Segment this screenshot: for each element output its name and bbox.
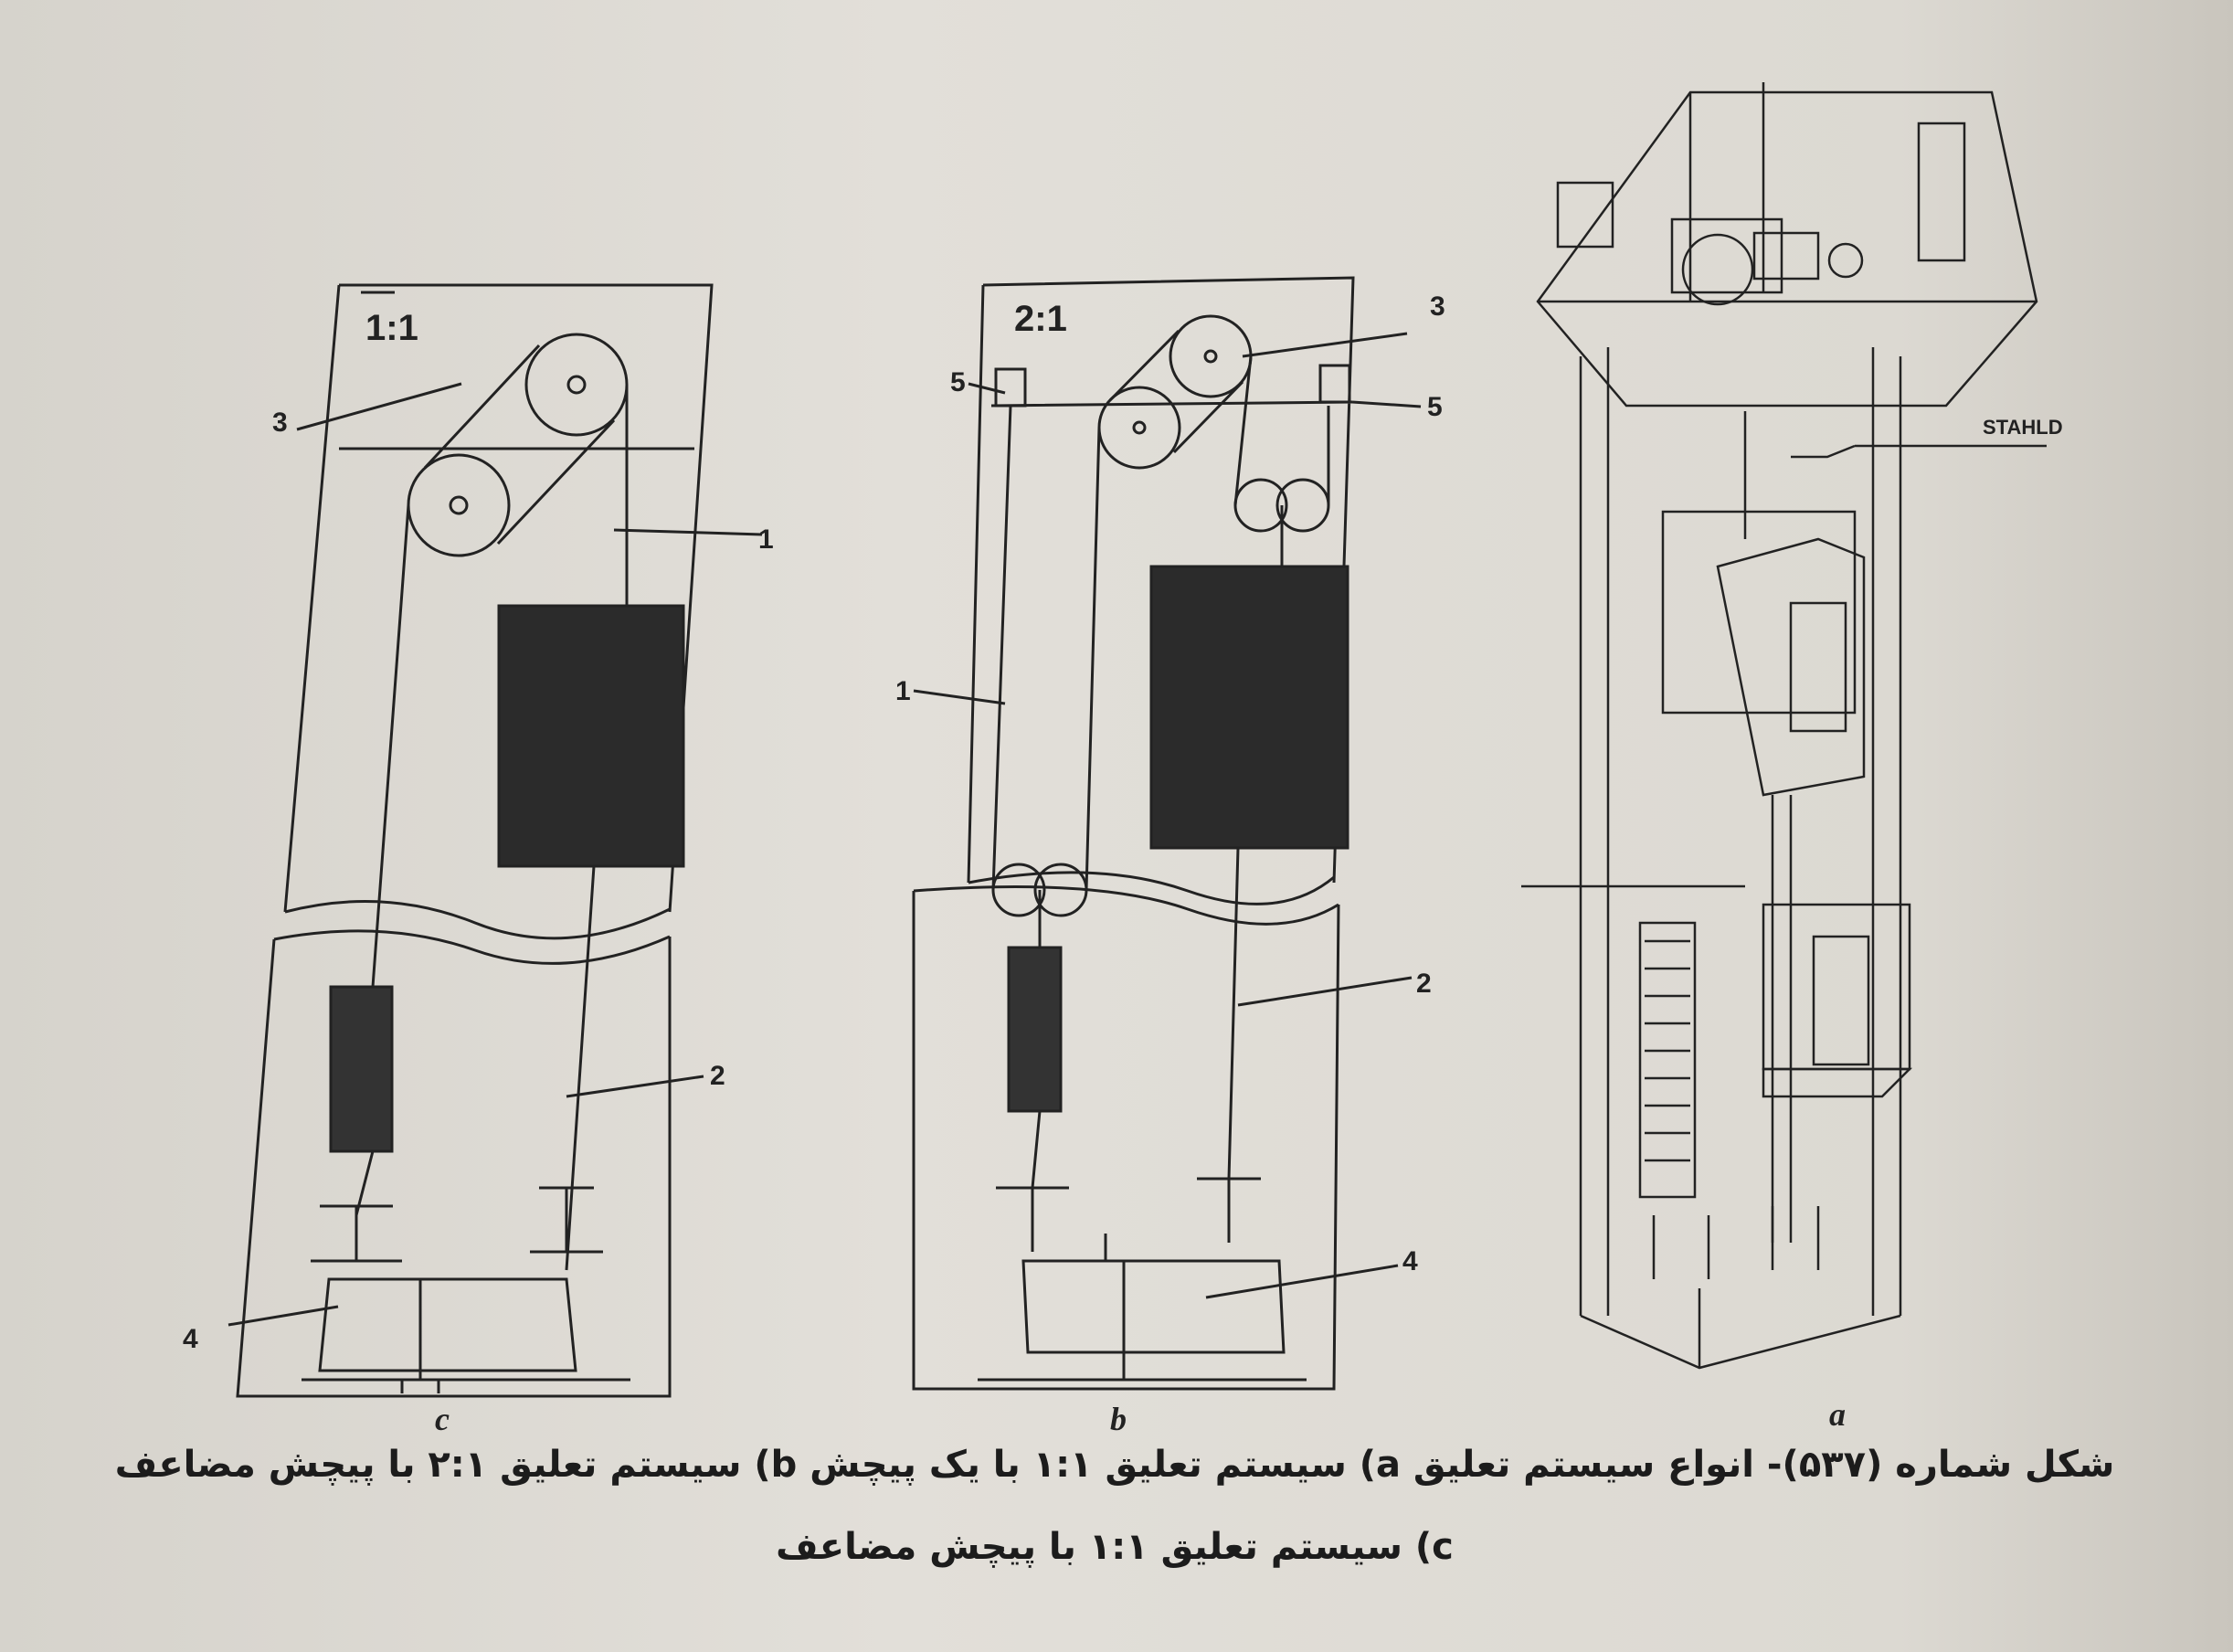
label-2: 2	[1416, 969, 1432, 999]
counterweight	[329, 985, 394, 1153]
label-3: 3	[1430, 291, 1445, 322]
label-1: 1	[758, 524, 774, 555]
label-4: 4	[183, 1324, 198, 1354]
ratio-label-c: 1:1	[365, 308, 418, 348]
label-5-right: 5	[1427, 392, 1443, 422]
label-3: 3	[272, 408, 288, 438]
machine-sheave-icon	[1681, 233, 1754, 306]
car	[497, 604, 685, 868]
stahld-callout: STAHLD	[1983, 416, 2063, 439]
figure-caption-line-1: شکل شماره (۵۳۷)- انواع سیستم تعلیق a) سی…	[114, 1444, 2115, 1486]
letter-b: b	[1110, 1401, 1127, 1437]
drive-sheave	[524, 333, 629, 437]
label-1: 1	[895, 676, 911, 706]
letter-a: a	[1829, 1396, 1846, 1433]
car	[1149, 565, 1349, 850]
label-5-left: 5	[950, 367, 966, 397]
letter-c: c	[435, 1401, 450, 1437]
diagram-c-1to1: 1:1 3 1 2 4 c	[183, 283, 774, 1437]
deflector-sheave	[407, 453, 511, 557]
counterweight	[1007, 946, 1063, 1113]
label-2: 2	[710, 1061, 725, 1091]
diagram-a-shaft: STAHLD a	[1521, 82, 2063, 1433]
ratio-label-b: 2:1	[1014, 299, 1067, 339]
figure-caption-line-2: c) سیستم تعلیق ۱:۱ با پیچش مضاعف	[776, 1526, 1454, 1568]
label-4: 4	[1402, 1246, 1418, 1276]
diagram-b-2to1: 2:1 3 5 5 1 2 4 b	[895, 276, 1445, 1437]
